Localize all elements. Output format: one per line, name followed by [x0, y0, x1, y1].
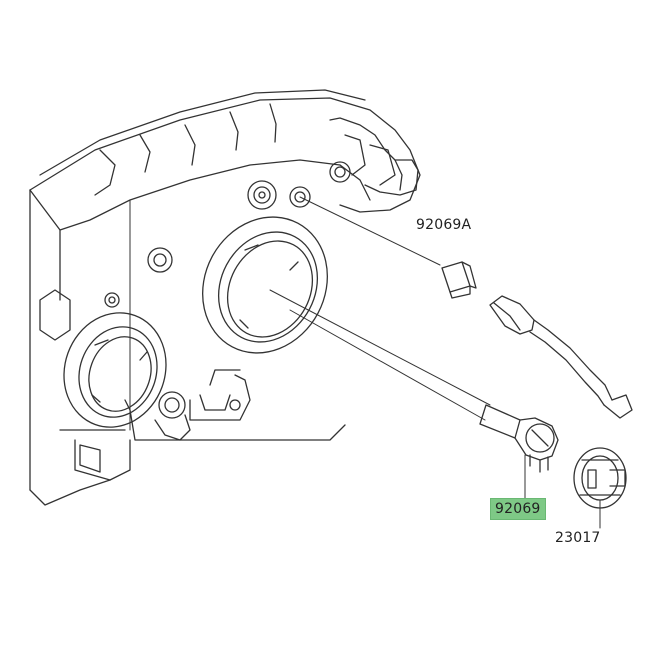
socket-23017	[573, 447, 627, 509]
leader-lines	[129, 196, 601, 529]
lower-frame	[59, 399, 346, 441]
headlight-housing	[29, 89, 421, 506]
headlight-bulb-92069	[479, 404, 559, 473]
part-label-92069A[interactable]: 92069A	[416, 217, 472, 233]
position-bulb-92069A	[441, 261, 477, 299]
part-label-23017[interactable]: 23017	[555, 530, 601, 546]
part-label-92069-highlighted[interactable]: 92069	[490, 498, 546, 520]
left-lens-ring	[63, 312, 167, 428]
adjuster-screws	[104, 161, 351, 441]
position-socket-cable	[489, 295, 633, 419]
right-lens-ring	[202, 216, 328, 354]
top-bracket	[329, 117, 419, 196]
